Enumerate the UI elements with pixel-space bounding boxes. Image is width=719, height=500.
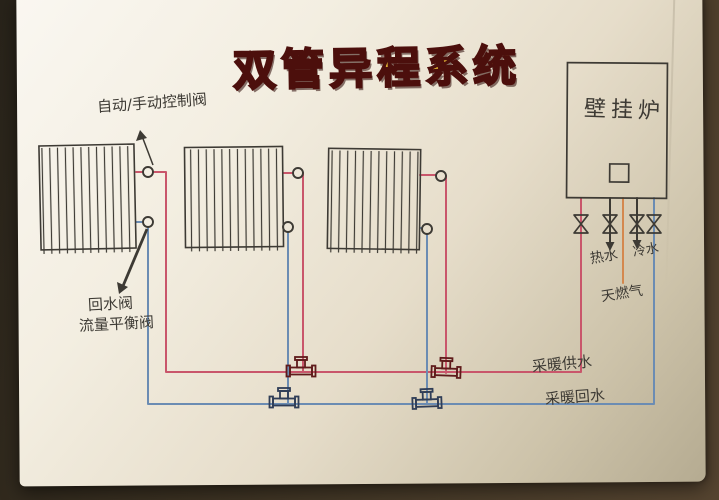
- control-valve-union-icon: [142, 166, 154, 178]
- cold-water-pipe: [632, 197, 642, 249]
- diagram-title: 双管异程系统: [232, 40, 523, 97]
- control-valve-union-icon: [292, 167, 304, 179]
- tee-fitting-icon: [285, 356, 317, 378]
- radiator-1: [38, 143, 137, 254]
- supply-pipe: [135, 171, 582, 374]
- radiator-3: [326, 147, 422, 254]
- tee-fitting-icon: [430, 356, 462, 379]
- boiler: [565, 61, 669, 200]
- return-valve-pointer-arrow: [117, 228, 149, 294]
- boiler-label: 壁挂炉: [583, 96, 666, 125]
- return-valve-union-icon: [282, 221, 294, 233]
- control-valve-union-icon: [435, 170, 447, 182]
- return-valve-union-icon: [142, 216, 154, 228]
- control-valve-pointer-arrow: [136, 130, 154, 166]
- hot-water-pipe: [605, 197, 615, 251]
- tee-fitting-icon: [411, 387, 443, 410]
- radiator-2: [183, 145, 285, 252]
- return-valve-label: 回水阀: [87, 293, 134, 315]
- return-valve-union-icon: [421, 223, 433, 235]
- boiler-window: [608, 163, 630, 183]
